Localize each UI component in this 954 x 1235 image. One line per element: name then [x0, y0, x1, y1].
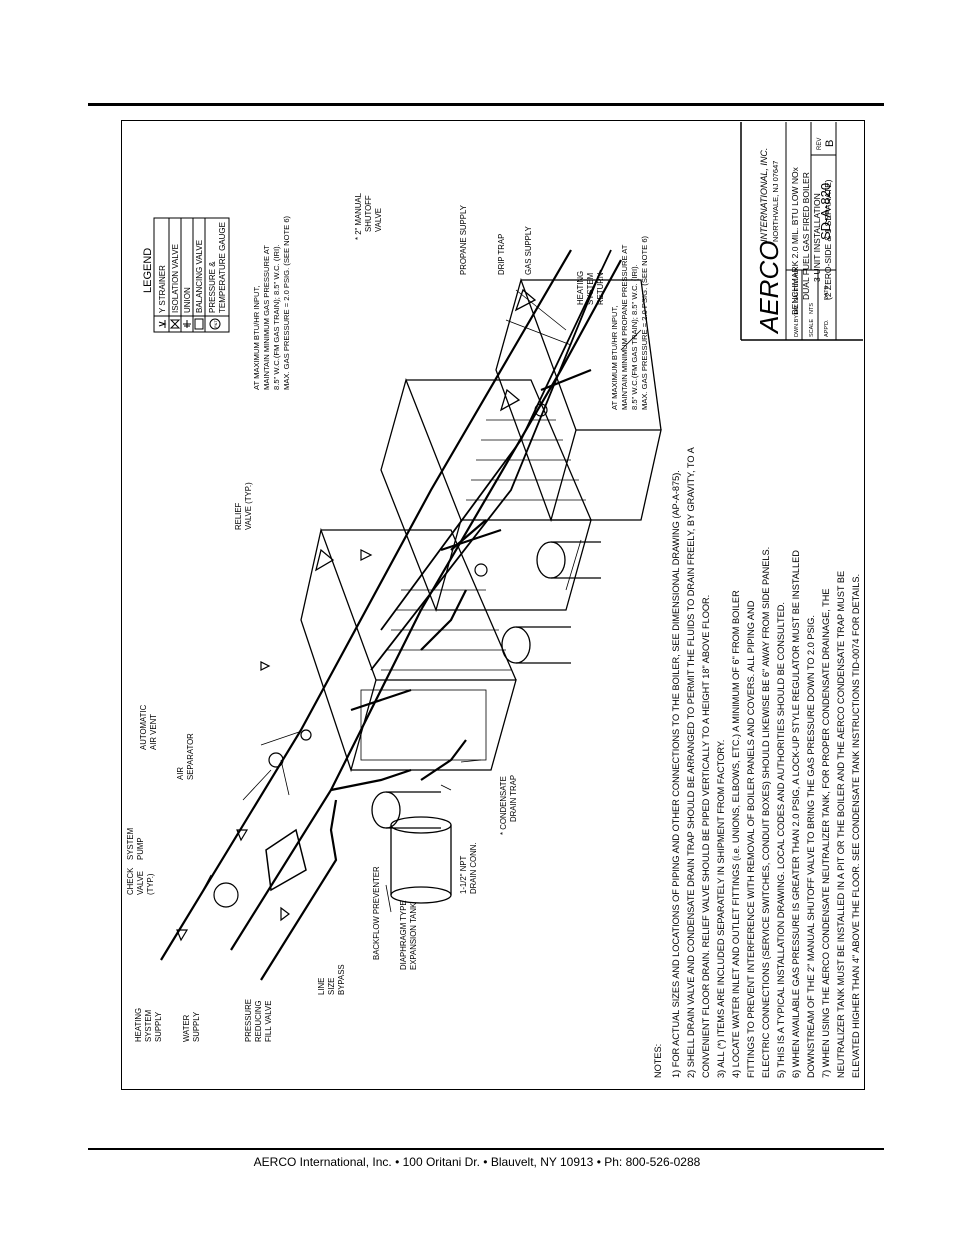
label-expansion: DIAPHRAGM TYPEEXPANSION TANK	[399, 900, 418, 970]
title-desc-line: 3-UNIT INSTALLATION	[812, 193, 822, 282]
title-block	[740, 122, 863, 341]
label-gas-note-2: AT MAXIMUM BTU/HR INPUT,MAINTAIN MINIMUM…	[610, 235, 649, 410]
note-line: ELEVATED HIGHER THAN 4" ABOVE THE FLOOR.…	[851, 574, 861, 1078]
label-cond-trap: * CONDENSATEDRAIN TRAP	[499, 775, 518, 835]
label-return: HEATINGSYSTEMRETURN	[576, 271, 605, 305]
title-desc-line: BENCHMARK 2.0 MIL. BTU LOW NOx	[790, 166, 800, 315]
note-line: 7) WHEN USING THE AERCO CONDENSATE NEUTR…	[821, 588, 831, 1078]
scale-value: NTS	[809, 303, 815, 314]
label-water-supply: WATERSUPPLY	[182, 1011, 201, 1042]
legend-item: Y STRAINER	[158, 265, 167, 313]
tanks	[371, 541, 601, 904]
note-line: 1) FOR ACTUAL SIZES AND LOCATIONS OF PIP…	[671, 470, 681, 1078]
note-line: 5) THIS IS A TYPICAL INSTALLATION DRAWIN…	[776, 602, 786, 1078]
label-bypass: LINESIZEBYPASS	[317, 964, 346, 995]
boiler-hatching	[381, 419, 586, 671]
legend: LEGEND P&T Y STRAINER ISOLATION VALVE UN…	[142, 217, 230, 333]
note-line: 6) WHEN AVAILABLE GAS PRESSURE IS GREATE…	[791, 550, 801, 1078]
note-line: NEUTRALIZER TANK MUST BE INSTALLED IN A …	[836, 571, 846, 1078]
gauge-symbol: P&T	[213, 320, 218, 328]
company-sub: INTERNATIONAL, INC.	[759, 148, 769, 242]
top-rule	[88, 103, 884, 106]
label-check-valve: CHECKVALVE(TYP.)	[126, 867, 155, 895]
label-prv: PRESSUREREDUCINGFILL VALVE	[244, 999, 273, 1042]
label-backflow: BACKFLOW PREVENTER	[372, 866, 381, 960]
label-gas: GAS SUPPLY	[524, 225, 533, 275]
label-heating-supply: HEATINGSYSTEMSUPPLY	[134, 1008, 163, 1042]
notes-heading: NOTES:	[653, 1044, 663, 1078]
note-line: CONVENIENT FLOOR DRAIN. RELIEF VALVE SHO…	[701, 595, 711, 1078]
label-propane: PROPANE SUPPLY	[459, 204, 468, 275]
label-pump: SYSTEMPUMP	[126, 828, 145, 860]
drawing-frame	[121, 120, 865, 1090]
legend-item: PRESSURE &	[208, 261, 217, 313]
boiler-left	[300, 527, 517, 773]
legend-item: TEMPERATURE GAUGE	[218, 222, 227, 313]
title-desc-line: (2 ZERO-SIDE & 1 SEPARATE)	[823, 179, 833, 300]
date2-label: DATE	[824, 285, 830, 300]
component-labels: HEATINGSYSTEMSUPPLY WATERSUPPLY PRESSURE…	[126, 192, 649, 1042]
page-footer: AERCO International, Inc. • 100 Oritani …	[253, 1155, 701, 1169]
title-block-text: AERCO INTERNATIONAL, INC. NORTHVALE, NJ …	[754, 138, 836, 337]
note-line: 3) ALL (*) ITEMS ARE INCLUDED SEPARATELY…	[716, 740, 726, 1078]
label-drip: DRIP TRAP	[497, 234, 506, 275]
leader-lines	[202, 289, 642, 913]
piping	[160, 249, 622, 981]
appd-label: APP'D.	[824, 319, 830, 337]
notes-block: NOTES: 1) FOR ACTUAL SIZES AND LOCATIONS…	[653, 446, 861, 1078]
boiler-middle	[380, 377, 592, 613]
drawn-by-value: HM	[794, 305, 800, 314]
note-line: FITTINGS TO PREVENT INTERFERENCE WITH RE…	[746, 600, 756, 1078]
label-relief: RELIEFVALVE (TYP.)	[234, 482, 253, 530]
note-line: DOWNSTREAM OF THE 2" MANUAL SHUTOFF VALV…	[806, 615, 816, 1078]
note-line: ELECTRIC CONNECTIONS (SERVICE SWITCHES, …	[761, 547, 771, 1078]
date-value: 071410	[794, 269, 800, 287]
company-address: NORTHVALE, NJ 07647	[771, 161, 780, 242]
drawing-number: SD-A-820	[818, 183, 833, 240]
components	[176, 403, 548, 942]
label-air-sep: AIRSEPARATOR	[176, 733, 195, 780]
label-shutoff: * 2" MANUALSHUTOFFVALVE	[354, 192, 383, 240]
note-line: 2) SHELL DRAIN VALVE AND CONDENSATE DRAI…	[686, 446, 696, 1078]
date-label: DATE	[794, 287, 800, 302]
label-gas-note-1: AT MAXIMUM BTU/HR INPUT,MAINTAIN MINIMUM…	[252, 215, 291, 390]
legend-item: ISOLATION VALVE	[171, 244, 180, 313]
rev-value: B	[824, 140, 836, 147]
title-desc-line: DUAL FUEL GAS FIRED BOILER	[801, 172, 811, 300]
company-logo: AERCO	[754, 241, 784, 335]
bottom-rule	[88, 1148, 884, 1150]
scale-label: SCALE	[809, 319, 815, 337]
note-line: 4) LOCATE WATER INLET AND OUTLET FITTING…	[731, 590, 741, 1078]
legend-item: BALANCING VALVE	[195, 240, 204, 313]
legend-title: LEGEND	[142, 248, 154, 293]
label-air-vent: AUTOMATICAIR VENT	[139, 704, 158, 750]
rev-label: REV	[817, 138, 823, 150]
legend-item: UNION	[183, 287, 192, 313]
drawn-by-label: DWN.BY	[794, 315, 800, 337]
label-drain-conn: 1-1/2" NPTDRAIN CONN.	[459, 842, 478, 894]
